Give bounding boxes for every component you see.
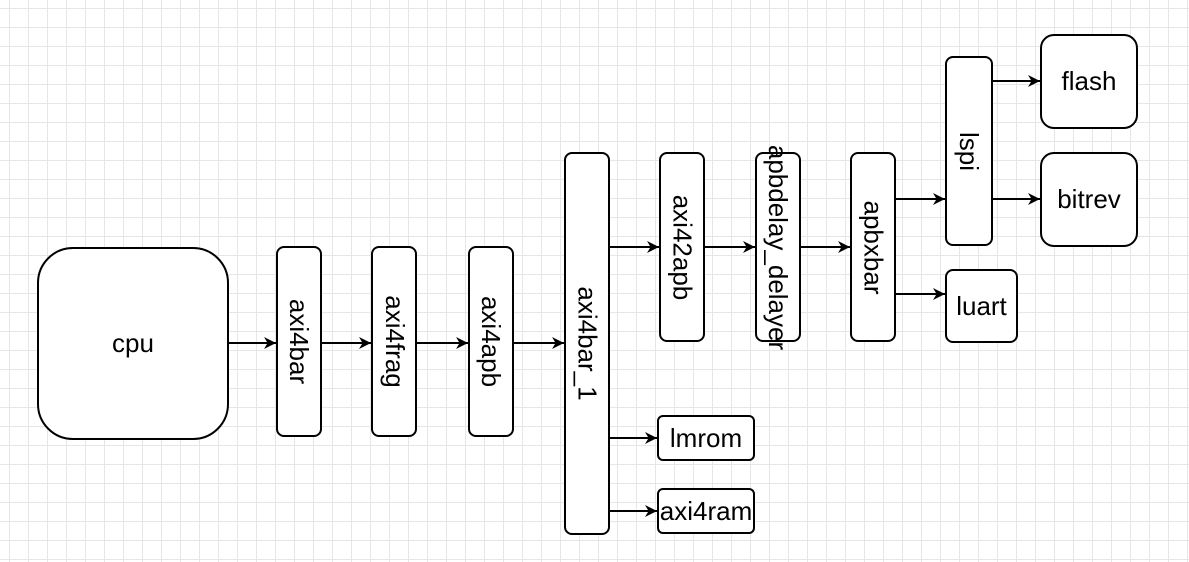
connector-arrows (229, 75, 1040, 517)
